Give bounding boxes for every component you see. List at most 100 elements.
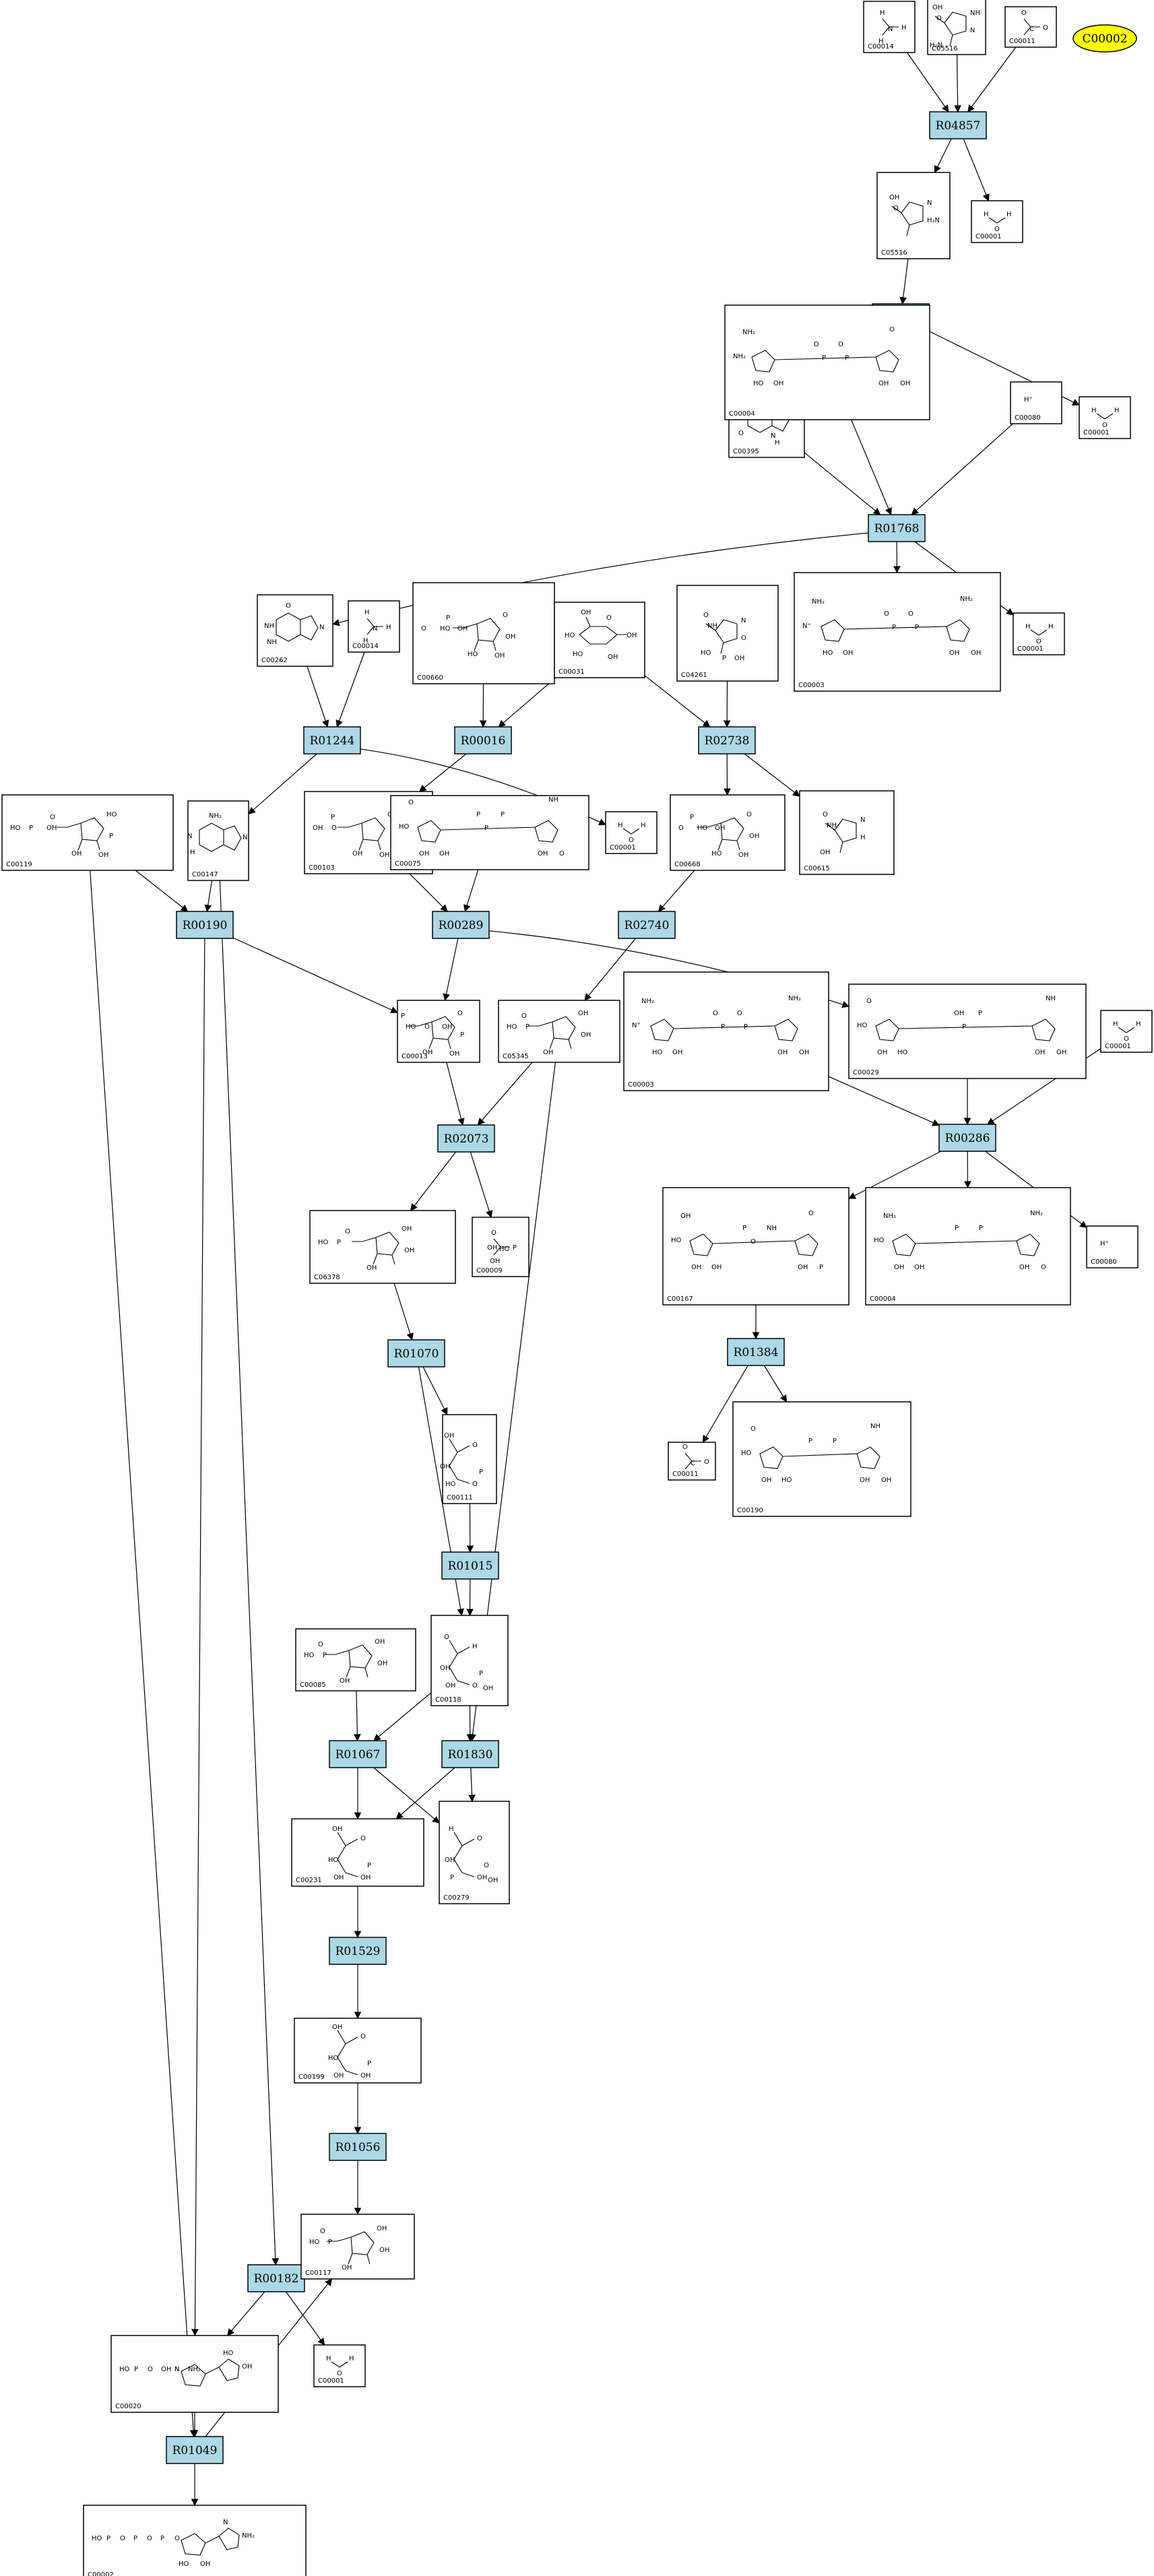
reaction-node-R01244[interactable]: R01244 xyxy=(303,726,361,754)
reaction-node-R02740[interactable]: R02740 xyxy=(618,911,676,939)
edge-c_C00119-R01049 xyxy=(90,870,197,2438)
compound-id-label: C00009 xyxy=(476,1267,503,1275)
reaction-node-R01067[interactable]: R01067 xyxy=(329,1740,387,1768)
atom-label: OH xyxy=(538,850,548,858)
reaction-node-R01384[interactable]: R01384 xyxy=(727,1338,785,1366)
reaction-node-R01015[interactable]: R01015 xyxy=(441,1551,499,1580)
atom-label: OH xyxy=(71,850,82,858)
atom-label: HO xyxy=(179,2561,189,2568)
atom-label: OH xyxy=(444,1432,454,1440)
reaction-node-R02073[interactable]: R02073 xyxy=(437,1124,495,1153)
reaction-node-R04857[interactable]: R04857 xyxy=(929,111,987,139)
edge-c_C00262-R01244 xyxy=(307,666,329,728)
atom-label: N xyxy=(174,2366,179,2373)
atom-label: H xyxy=(386,624,391,631)
compound-id-label: C00031 xyxy=(558,668,585,676)
atom-label: OH xyxy=(402,1225,412,1233)
reaction-node-R01070[interactable]: R01070 xyxy=(387,1339,445,1367)
reaction-node-R01529[interactable]: R01529 xyxy=(329,1937,387,1965)
reaction-node-R00190[interactable]: R00190 xyxy=(176,911,234,939)
reaction-node-R00289[interactable]: R00289 xyxy=(432,911,490,939)
compound-id-label: C05345 xyxy=(503,1053,529,1060)
atom-label: OH xyxy=(715,825,725,832)
atom-label: OH xyxy=(200,2561,210,2568)
atom-label: P xyxy=(978,1010,982,1017)
reaction-node-R00182[interactable]: R00182 xyxy=(247,2264,305,2292)
reaction-node-R02738[interactable]: R02738 xyxy=(698,726,756,754)
atom-label: P xyxy=(367,2060,371,2067)
compound-node-C00080[interactable]: H⁺C00080 xyxy=(1010,381,1062,424)
atom-label: HO xyxy=(223,2350,234,2357)
reaction-node-R00286[interactable]: R00286 xyxy=(938,1124,996,1152)
atom-label: OH xyxy=(773,380,783,387)
atom-label: O xyxy=(682,1444,688,1451)
atom-label: O xyxy=(472,1481,478,1488)
reaction-node-R01056[interactable]: R01056 xyxy=(329,2133,387,2161)
atom-label: H xyxy=(1136,1021,1141,1028)
compound-id-label: C00002 xyxy=(88,2571,114,2576)
edge-c_C00080_a-R01768 xyxy=(911,423,1013,515)
atom-label: OH xyxy=(777,1049,788,1056)
atom-label: O xyxy=(345,1228,350,1235)
atom-label: P xyxy=(479,1469,483,1476)
atom-label: HO xyxy=(318,1239,329,1246)
reaction-node-R01830[interactable]: R01830 xyxy=(441,1740,499,1768)
compound-id-label: C00262 xyxy=(261,657,288,664)
reaction-label: R01384 xyxy=(734,1346,779,1359)
start-compound-node[interactable]: C00002 xyxy=(1072,24,1137,53)
reaction-node-R01049[interactable]: R01049 xyxy=(166,2436,224,2464)
atom-label: OH xyxy=(352,850,362,858)
compound-id-label: C00147 xyxy=(192,871,218,878)
compound-node-C00080[interactable]: H⁺C00080 xyxy=(1086,1225,1139,1268)
atom-label: P xyxy=(328,2239,332,2246)
reaction-node-R00016[interactable]: R00016 xyxy=(454,726,512,754)
reaction-node-R01768[interactable]: R01768 xyxy=(868,514,926,542)
compound-id-label: C00001 xyxy=(610,844,636,851)
compound-id-label: C00003 xyxy=(798,682,825,689)
